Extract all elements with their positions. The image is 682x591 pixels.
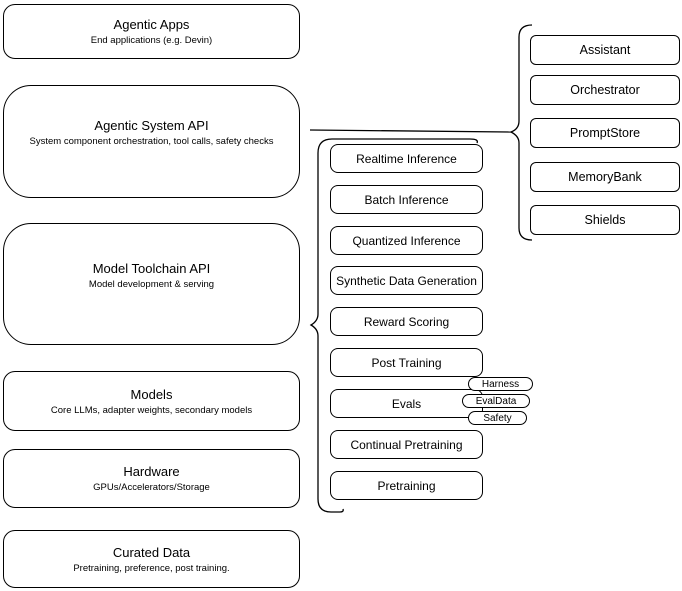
node-label: Evals (391, 396, 422, 411)
node-assistant: Assistant (530, 35, 680, 65)
pill-label: EvalData (475, 395, 517, 407)
node-eval-safety: Safety (468, 411, 527, 425)
node-label: Orchestrator (570, 83, 640, 97)
node-agentic-apps: Agentic Apps End applications (e.g. Devi… (3, 4, 300, 59)
node-label: Realtime Inference (356, 151, 457, 166)
node-quantized-inference: Quantized Inference (330, 226, 483, 255)
node-promptstore: PromptStore (530, 118, 680, 148)
node-synthetic-data-generation: Synthetic Data Generation (330, 266, 483, 295)
system-connector-line (309, 129, 512, 133)
node-title: Models (130, 386, 173, 402)
node-subtitle: Pretraining, preference, post training. (73, 562, 230, 574)
node-eval-harness: Harness (468, 377, 533, 391)
node-realtime-inference: Realtime Inference (330, 144, 483, 173)
node-subtitle: Model development & serving (88, 278, 215, 290)
node-agentic-system-api: Agentic System API System component orch… (3, 85, 300, 198)
node-shields: Shields (530, 205, 680, 235)
node-label: Assistant (579, 43, 631, 57)
node-label: PromptStore (569, 126, 641, 140)
node-evals: Evals (330, 389, 483, 418)
node-batch-inference: Batch Inference (330, 185, 483, 214)
node-title: Agentic System API (94, 118, 209, 133)
node-subtitle: System component orchestration, tool cal… (29, 136, 274, 147)
node-reward-scoring: Reward Scoring (330, 307, 483, 336)
node-eval-evaldata: EvalData (462, 394, 530, 408)
node-models: Models Core LLMs, adapter weights, secon… (3, 371, 300, 431)
node-label: Pretraining (377, 478, 436, 493)
node-hardware: Hardware GPUs/Accelerators/Storage (3, 449, 300, 508)
system-brace (509, 24, 533, 241)
node-curated-data: Curated Data Pretraining, preference, po… (3, 530, 300, 588)
node-subtitle: Core LLMs, adapter weights, secondary mo… (50, 404, 253, 416)
node-label: Quantized Inference (352, 233, 461, 248)
node-label: Batch Inference (364, 192, 449, 207)
node-label: MemoryBank (568, 170, 642, 184)
node-memorybank: MemoryBank (530, 162, 680, 192)
pill-label: Harness (481, 378, 520, 390)
node-title: Agentic Apps (113, 17, 190, 32)
node-title: Curated Data (112, 544, 191, 560)
pill-label: Safety (483, 412, 512, 424)
node-label: Shields (584, 213, 626, 227)
node-subtitle: GPUs/Accelerators/Storage (93, 482, 210, 493)
node-label: Post Training (371, 355, 442, 370)
node-post-training: Post Training (330, 348, 483, 377)
node-title: Hardware (123, 464, 180, 479)
node-subtitle: End applications (e.g. Devin) (90, 35, 213, 46)
node-model-toolchain-api: Model Toolchain API Model development & … (3, 223, 300, 345)
node-label: Continual Pretraining (350, 437, 463, 452)
node-continual-pretraining: Continual Pretraining (330, 430, 483, 459)
node-title: Model Toolchain API (92, 260, 211, 276)
node-orchestrator: Orchestrator (530, 75, 680, 105)
node-pretraining: Pretraining (330, 471, 483, 500)
node-label: Reward Scoring (363, 314, 450, 329)
node-label: Synthetic Data Generation (336, 273, 477, 288)
